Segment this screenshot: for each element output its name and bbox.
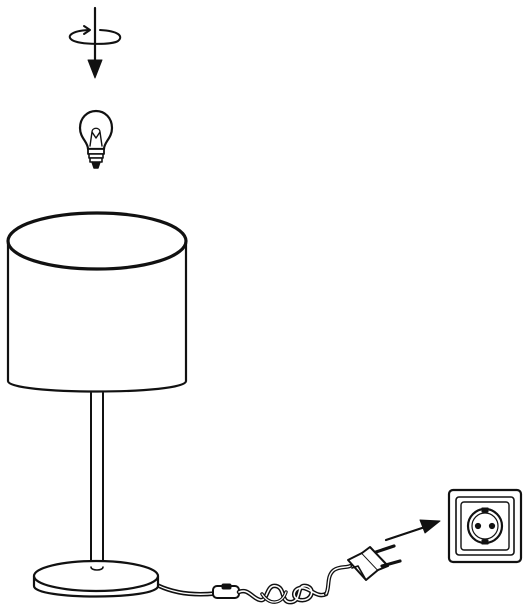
power-cable	[157, 564, 352, 605]
insert-arrow	[384, 519, 441, 542]
rotate-screw-in-icon	[68, 6, 122, 79]
lamp-stem	[90, 392, 104, 574]
inline-switch	[212, 583, 240, 599]
euro-plug-icon	[347, 544, 402, 581]
wall-socket-icon	[447, 488, 523, 564]
lamp-shade	[6, 211, 188, 393]
light-bulb-icon	[78, 109, 114, 169]
lamp-base	[32, 559, 160, 598]
table-lamp-icon	[6, 211, 188, 598]
